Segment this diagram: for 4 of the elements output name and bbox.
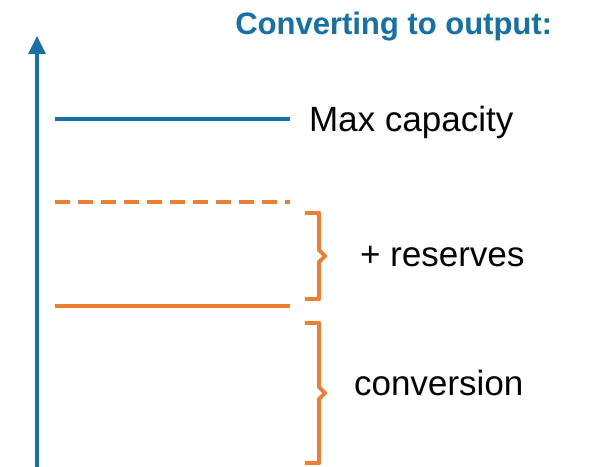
- level-label: Max capacity: [309, 100, 514, 140]
- bracket-label: + reserves: [360, 235, 524, 275]
- bracket-label: conversion: [354, 364, 524, 404]
- title: Converting to output:: [235, 6, 552, 42]
